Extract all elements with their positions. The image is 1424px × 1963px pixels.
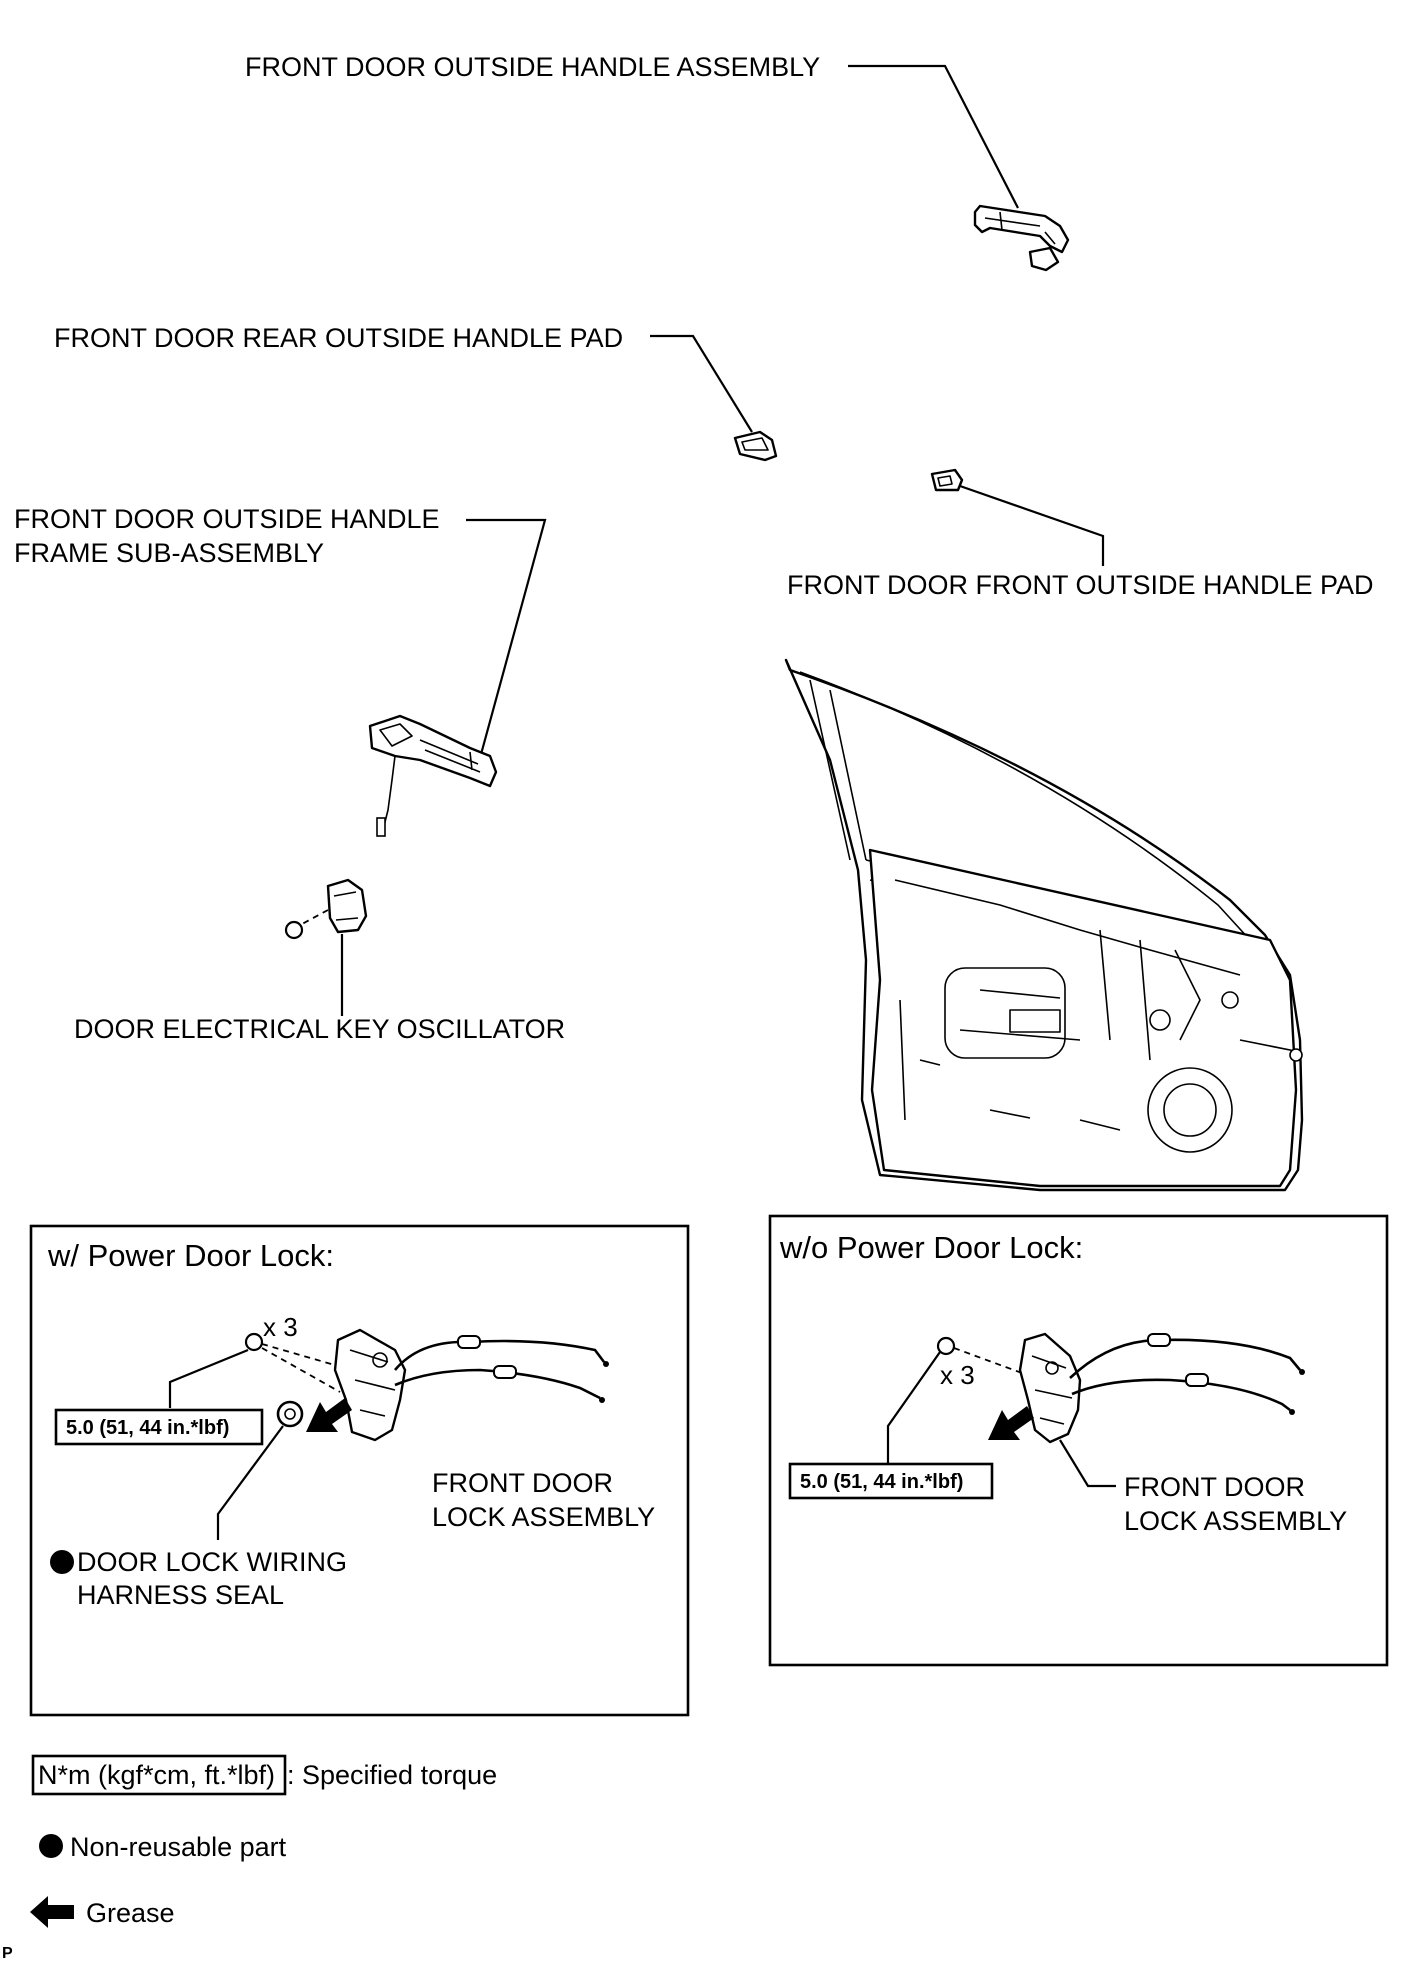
legend-torque-unit: N*m (kgf*cm, ft.*lbf) xyxy=(38,1760,275,1790)
manual-torque-box xyxy=(788,1462,994,1500)
label-power-lock-line2: LOCK ASSEMBLY xyxy=(432,1502,655,1532)
legend-non-reusable-dot xyxy=(39,1834,63,1858)
non-reusable-mark xyxy=(50,1550,74,1574)
label-harness-seal-line1: DOOR LOCK WIRING xyxy=(77,1547,347,1577)
corner-mark: P xyxy=(2,1945,13,1962)
leader-harness-seal xyxy=(216,1425,284,1540)
label-handle-frame-line1: FRONT DOOR OUTSIDE HANDLE xyxy=(14,504,440,534)
panel-manual-door-lock xyxy=(768,1214,1389,1667)
leader-outside-handle xyxy=(848,64,1019,209)
power-torque-value: 5.0 (51, 44 in.*lbf) xyxy=(66,1417,229,1439)
label-manual-lock-line1: FRONT DOOR xyxy=(1124,1472,1305,1502)
label-outside-handle-assembly: FRONT DOOR OUTSIDE HANDLE ASSEMBLY xyxy=(245,52,820,82)
leader-power-torque xyxy=(168,1348,249,1408)
label-manual-lock-line2: LOCK ASSEMBLY xyxy=(1124,1506,1347,1536)
leader-handle-frame xyxy=(466,518,547,759)
front-handle-pad-part xyxy=(930,468,964,492)
power-lock-assembly-part xyxy=(244,1328,609,1442)
legend-torque-box xyxy=(31,1754,287,1796)
power-torque-box xyxy=(54,1408,264,1446)
legend-grease: Grease xyxy=(86,1898,175,1928)
label-power-lock-line1: FRONT DOOR xyxy=(432,1468,613,1498)
manual-qty: x 3 xyxy=(940,1360,975,1390)
leader-manual-lock xyxy=(1059,1439,1116,1488)
legend-non-reusable: Non-reusable part xyxy=(70,1832,287,1862)
leader-front-pad xyxy=(959,484,1105,566)
panel-power-title: w/ Power Door Lock: xyxy=(47,1238,334,1273)
outside-handle-part xyxy=(973,204,1070,272)
label-handle-frame-line2: FRAME SUB-ASSEMBLY xyxy=(14,538,324,568)
key-oscillator-part xyxy=(284,878,368,940)
door-panel-illustration xyxy=(784,658,1304,1192)
panel-power-door-lock xyxy=(29,1224,690,1717)
power-qty: x 3 xyxy=(263,1312,298,1342)
label-key-oscillator: DOOR ELECTRICAL KEY OSCILLATOR xyxy=(74,1014,565,1044)
rear-handle-pad-part xyxy=(733,430,778,462)
label-front-handle-pad: FRONT DOOR FRONT OUTSIDE HANDLE PAD xyxy=(787,570,1374,600)
label-rear-handle-pad: FRONT DOOR REAR OUTSIDE HANDLE PAD xyxy=(54,323,623,353)
panel-manual-title: w/o Power Door Lock: xyxy=(779,1230,1083,1265)
legend-torque-desc: : Specified torque xyxy=(287,1760,497,1790)
legend-grease-arrow-icon xyxy=(30,1896,74,1928)
manual-lock-assembly-part xyxy=(936,1332,1305,1444)
label-harness-seal-line2: HARNESS SEAL xyxy=(77,1580,284,1610)
leader-rear-pad xyxy=(650,334,753,433)
manual-torque-value: 5.0 (51, 44 in.*lbf) xyxy=(800,1471,963,1493)
leader-manual-torque xyxy=(886,1351,941,1464)
handle-frame-part xyxy=(368,714,498,837)
